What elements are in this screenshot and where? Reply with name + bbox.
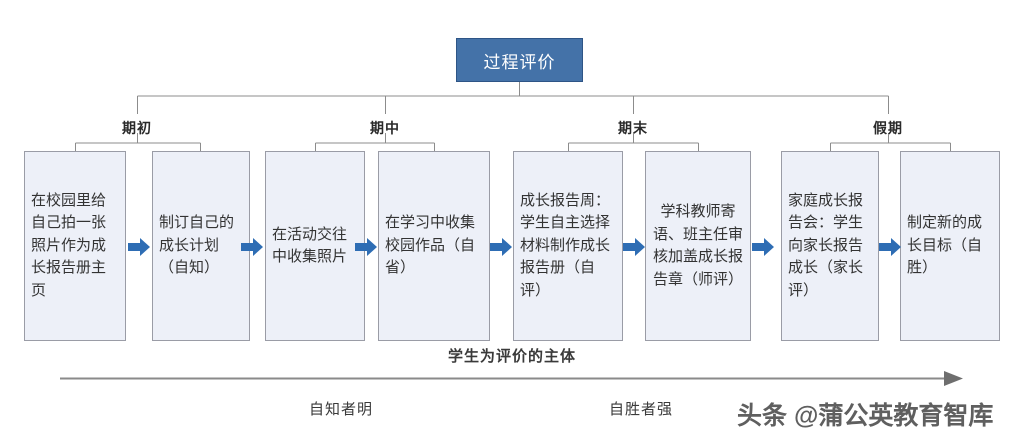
flow-arrow-icon-1 [128, 238, 150, 256]
step-box-3-text: 在活动交往中收集照片 [272, 225, 348, 266]
root-node-label: 过程评价 [483, 52, 556, 72]
stage-label-mid: 期中 [370, 120, 400, 136]
stage-label-vacation: 假期 [873, 120, 903, 136]
step-box-2[interactable]: 制订自己的成长计划（自知） [152, 151, 250, 341]
step-box-2-text: 制订自己的成长计划（自知） [159, 214, 235, 277]
stage-label-late: 期末 [618, 120, 648, 136]
step-box-3[interactable]: 在活动交往中收集照片 [265, 151, 365, 341]
step-box-1[interactable]: 在校园里给自己拍一张照片作为成长报告册主页 [24, 151, 126, 341]
flow-arrow-icon-6 [752, 238, 774, 256]
step-box-8[interactable]: 制定新的成长目标（自胜） [900, 151, 1000, 341]
root-node-process-evaluation[interactable]: 过程评价 [456, 38, 583, 82]
axis-label-self-knowledge: 自知者明 [308, 401, 374, 418]
step-box-1-text: 在校园里给自己拍一张照片作为成长报告册主页 [31, 191, 107, 299]
stage-label-early: 期初 [122, 120, 152, 136]
step-box-5-text: 成长报告周：学生自主选择材料制作成长报告册（自评） [520, 191, 611, 299]
flow-arrow-icon-4 [490, 238, 512, 256]
flow-arrow-icon-2 [241, 238, 263, 256]
step-box-5[interactable]: 成长报告周：学生自主选择材料制作成长报告册（自评） [513, 151, 623, 341]
step-box-7[interactable]: 家庭成长报告会：学生向家长报告成长（家长评） [781, 151, 879, 341]
step-box-6-text: 学科教师寄语、班主任审核加盖成长报告章（师评） [652, 203, 743, 288]
step-box-6[interactable]: 学科教师寄语、班主任审核加盖成长报告章（师评） [645, 151, 751, 341]
step-box-7-text: 家庭成长报告会：学生向家长报告成长（家长评） [788, 191, 864, 299]
progression-axis-arrow-icon [60, 371, 963, 386]
step-box-8-text: 制定新的成长目标（自胜） [907, 214, 983, 277]
step-box-4-text: 在学习中收集校园作品（自省） [385, 214, 476, 277]
watermark: 头条 @蒲公英教育智库 [737, 402, 994, 430]
flow-arrow-icon-5 [623, 238, 645, 256]
flow-arrow-icon-3 [355, 238, 377, 256]
subject-caption: 学生为评价的主体 [447, 348, 577, 365]
flow-arrow-icon-7 [879, 238, 901, 256]
axis-label-self-mastery: 自胜者强 [608, 401, 674, 418]
step-box-4[interactable]: 在学习中收集校园作品（自省） [378, 151, 490, 341]
